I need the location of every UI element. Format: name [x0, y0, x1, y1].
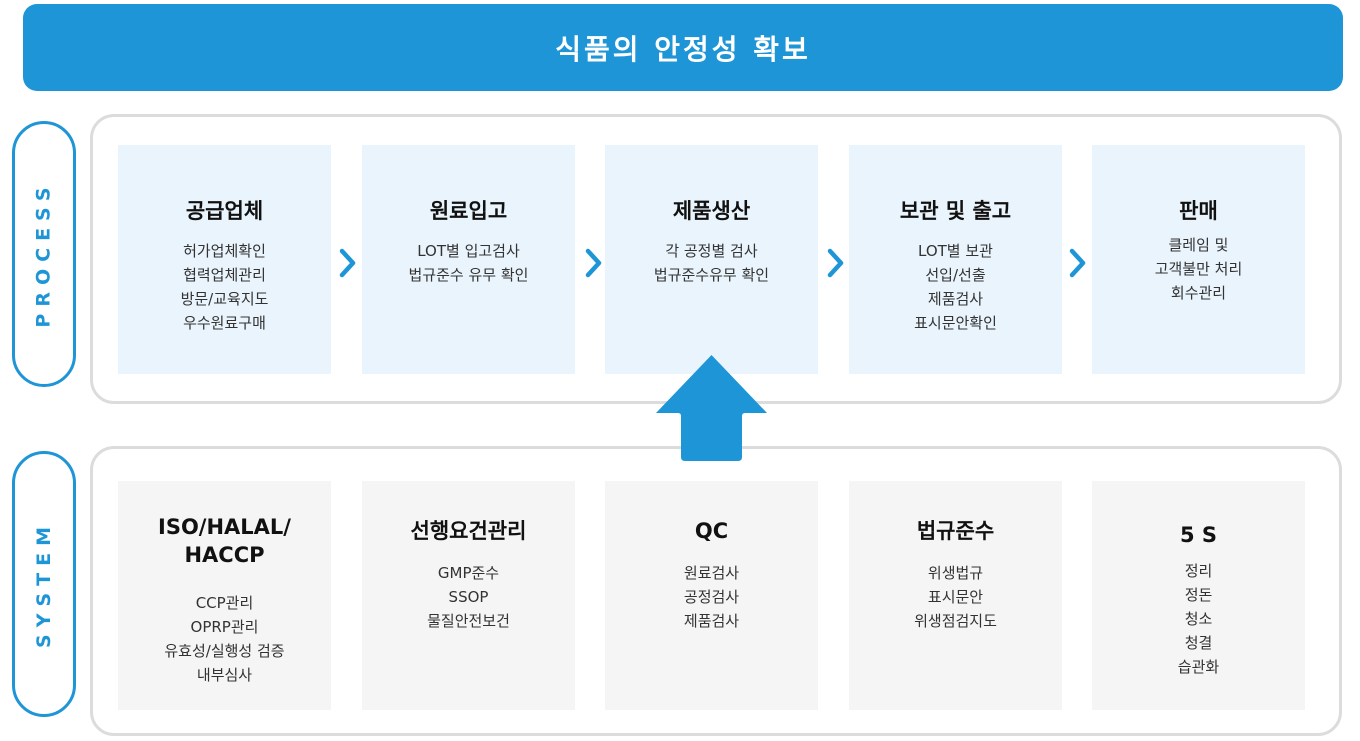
card-description-line: GMP준수: [437, 564, 500, 582]
card-title: HACCP: [184, 543, 265, 567]
card-description-line: 내부심사: [196, 666, 253, 684]
card-description-line: LOT별 보관: [918, 242, 993, 260]
card-title: 5 S: [1179, 523, 1218, 547]
card-description-line: 유효성/실행성 검증: [164, 642, 285, 660]
card-title: 판매: [1179, 199, 1218, 223]
card-title: 제품생산: [672, 199, 751, 223]
card-description-line: SSOP: [448, 588, 489, 606]
system-label-tab: SYSTEM: [12, 451, 76, 717]
card-description-line: LOT별 입고검사: [417, 242, 520, 260]
card-description-line: 정돈: [1184, 586, 1213, 604]
system-label: SYSTEM: [33, 520, 56, 648]
card-description-line: 허가업체확인: [183, 242, 266, 260]
up-arrow-icon: [656, 355, 767, 461]
chevron-right-icon: [339, 248, 356, 278]
card-description-line: 위생점검지도: [914, 612, 997, 630]
card-title: 법규준수: [916, 519, 995, 543]
card-description-line: CCP관리: [195, 594, 254, 612]
card-description-line: 원료검사: [683, 564, 740, 582]
card-title: QC: [694, 519, 729, 543]
card-description-line: 물질안전보건: [427, 612, 510, 630]
card-description-line: 법규준수 유무 확인: [408, 266, 529, 284]
process-label-tab: PROCESS: [12, 121, 76, 387]
card-title: 공급업체: [185, 199, 264, 223]
system-card-prerequisite: 선행요건관리 GMP준수 SSOP 물질안전보건: [362, 481, 575, 710]
card-description-line: 청결: [1184, 634, 1213, 652]
card-description-line: 제품검사: [927, 290, 984, 308]
card-description-line: 회수관리: [1170, 284, 1227, 302]
process-label: PROCESS: [33, 180, 55, 328]
card-description-line: 습관화: [1177, 658, 1220, 676]
card-title: ISO/HALAL/: [158, 515, 291, 539]
card-description-line: 제품검사: [683, 612, 740, 630]
chevron-right-icon: [1069, 248, 1086, 278]
card-description: GMP준수 SSOP 물질안전보건: [427, 561, 510, 633]
card-title: 보관 및 출고: [899, 199, 1012, 223]
card-title: 선행요건관리: [410, 519, 527, 543]
chevron-right-icon: [585, 248, 602, 278]
chevron-right-icon: [827, 248, 844, 278]
card-description-line: 표시문안확인: [914, 314, 997, 332]
card-description-line: 클레임 및: [1168, 236, 1229, 254]
card-description-line: 법규준수유무 확인: [653, 266, 770, 284]
page-title: 식품의 안정성 확보: [555, 32, 811, 66]
card-description-line: 협력업체관리: [183, 266, 266, 284]
card-description-line: 우수원료구매: [183, 314, 266, 332]
card-description-line: 청소: [1184, 610, 1213, 628]
title-banner: 식품의 안정성 확보: [23, 4, 1343, 91]
card-description-line: 위생법규: [927, 564, 984, 582]
card-description-line: 방문/교육지도: [180, 290, 269, 308]
card-description-line: OPRP관리: [190, 618, 259, 636]
card-description-line: 각 공정별 검사: [665, 242, 758, 260]
card-title: 원료입고: [429, 199, 508, 223]
card-description-line: 공정검사: [683, 588, 740, 606]
card-description-line: 선입/선출: [925, 266, 986, 284]
card-description-line: 고객불만 처리: [1154, 260, 1243, 278]
card-description-line: 표시문안: [927, 588, 984, 606]
card-description-line: 정리: [1184, 562, 1213, 580]
